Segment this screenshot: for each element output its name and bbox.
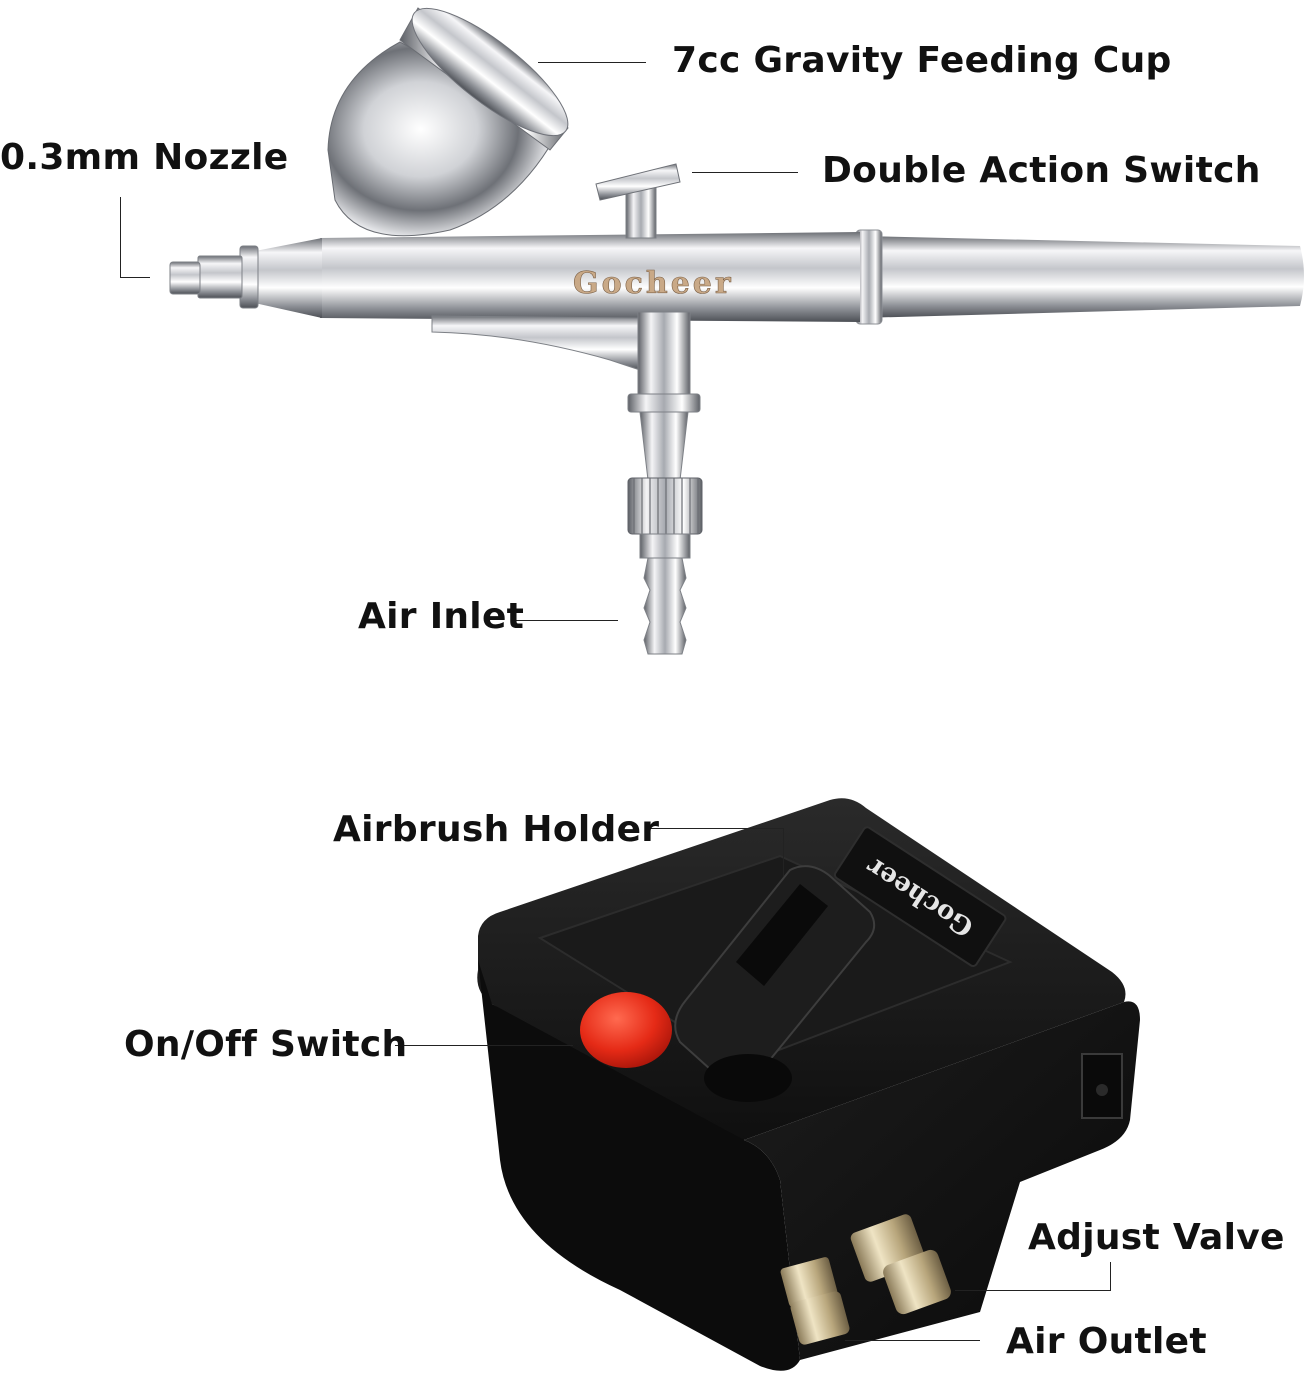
holder-slot (736, 884, 828, 986)
holder-label: Airbrush Holder (333, 809, 660, 850)
holder (674, 865, 876, 1083)
power-button (580, 992, 672, 1068)
nozzle-leader-v (120, 197, 121, 277)
nozzle-tip (169, 261, 201, 295)
inlet-leader (512, 620, 618, 621)
switch-label: Double Action Switch (822, 150, 1261, 191)
airbrush-tail (860, 236, 1304, 318)
inlet-knurl (627, 477, 703, 535)
airbrush-logo: Gocheer (573, 266, 734, 301)
nozzle-label: 0.3mm Nozzle (0, 137, 289, 178)
cup-body (327, 41, 561, 237)
trigger-stem (625, 187, 657, 239)
airbrush: Gocheer (169, 7, 1304, 655)
holder-leader-h (650, 828, 784, 829)
cup-leader (538, 62, 646, 63)
knurl-pattern (633, 478, 699, 534)
trigger-button (595, 163, 681, 201)
valve-label: Adjust Valve (1028, 1217, 1285, 1258)
airbrush-body (316, 232, 860, 322)
power-label: On/Off Switch (124, 1024, 408, 1065)
inlet-neck (639, 411, 689, 481)
nozzle-cap (197, 255, 243, 299)
air-outlet-fitting (780, 1257, 850, 1345)
adjust-valve-fitting (850, 1214, 951, 1315)
valve-leader-h (955, 1290, 1111, 1291)
valve-leader-v (1110, 1262, 1111, 1290)
inlet-barb (643, 557, 687, 655)
inlet-collar (627, 393, 701, 413)
outlet-label: Air Outlet (1006, 1321, 1207, 1362)
holder-leader-v (783, 828, 784, 876)
outlet-leader (845, 1340, 980, 1341)
power-leader (395, 1045, 573, 1046)
switch-leader (692, 172, 798, 173)
cup-lid (411, 7, 569, 137)
compressor: Gocheer (477, 798, 1140, 1371)
inlet-stem (637, 311, 691, 397)
nozzle-ring (239, 245, 259, 309)
compressor-front (478, 960, 800, 1371)
cup-label: 7cc Gravity Feeding Cup (672, 40, 1172, 81)
airbrush-nose (250, 238, 322, 318)
compressor-side (744, 1001, 1140, 1360)
compressor-brand-plate: Gocheer (833, 826, 1007, 968)
holder-base (704, 1054, 792, 1102)
power-jack-hole (1096, 1084, 1108, 1096)
finger-rest (431, 315, 641, 371)
inlet-label: Air Inlet (358, 596, 525, 637)
nozzle-leader-h (120, 277, 150, 278)
inlet-nut (639, 533, 691, 559)
